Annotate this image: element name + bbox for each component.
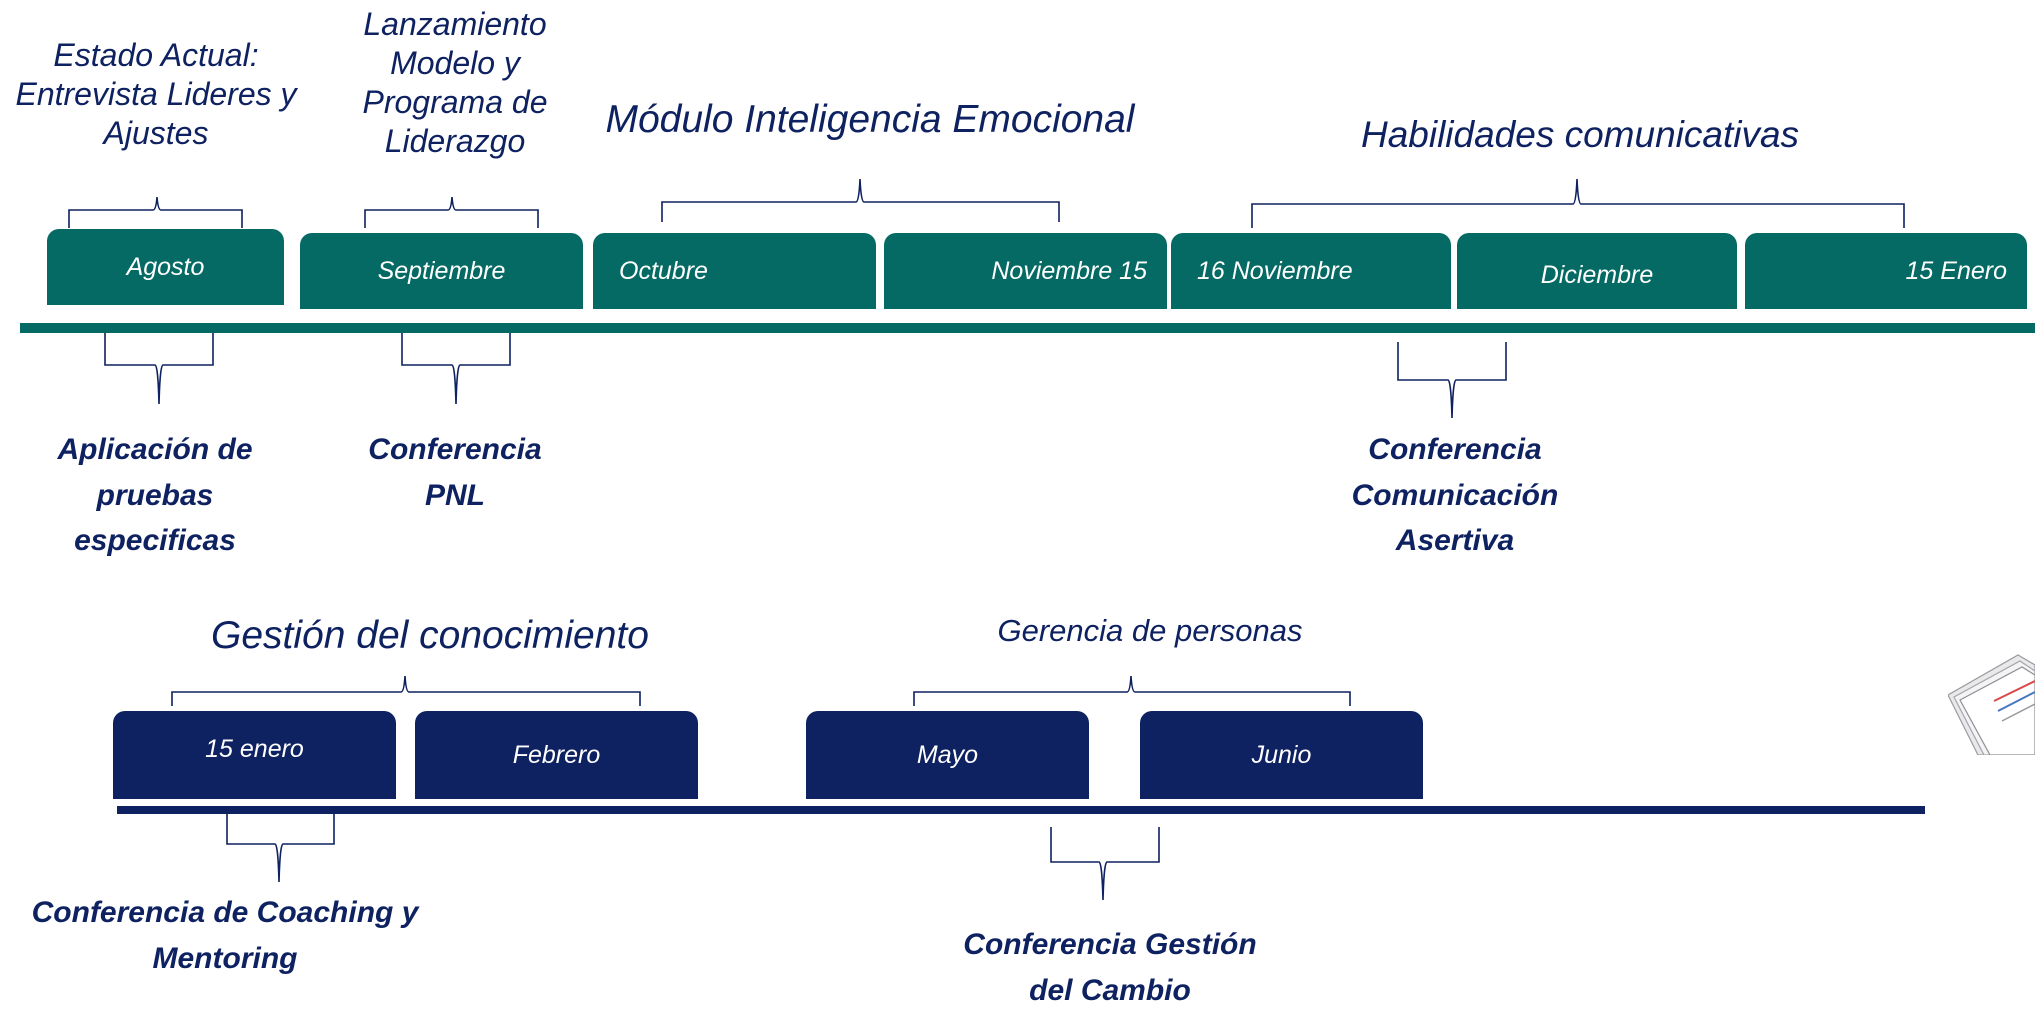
label-conferencia-coaching: Conferencia de Coaching y Mentoring <box>31 896 419 975</box>
month-junio: Junio <box>1140 711 1423 799</box>
month-septiembre-label: Septiembre <box>377 256 506 285</box>
label-gerencia-personas: Gerencia de personas <box>997 613 1303 648</box>
brace-habilidades <box>1251 178 1905 228</box>
month-noviembre-15-label: Noviembre 15 <box>991 256 1147 285</box>
month-septiembre: Septiembre <box>300 233 583 309</box>
month-agosto-label: Agosto <box>126 252 205 281</box>
month-febrero-label: Febrero <box>512 740 601 769</box>
document-stack-icon <box>1948 654 2035 755</box>
month-mayo: Mayo <box>806 711 1089 799</box>
month-diciembre: Diciembre <box>1457 233 1737 309</box>
label-habilidades-comunicativas: Habilidades comunicativas <box>1360 114 1800 155</box>
month-16-noviembre: 16 Noviembre <box>1171 233 1451 309</box>
brace-gerencia <box>913 675 1351 706</box>
brace-inteligencia <box>661 178 1060 222</box>
month-octubre-label: Octubre <box>619 256 708 285</box>
month-mayo-label: Mayo <box>916 740 979 769</box>
label-aplicacion-pruebas: Aplicación de pruebas especificas <box>57 433 253 558</box>
brace-gestion <box>171 675 641 706</box>
month-junio-label: Junio <box>1251 740 1312 769</box>
label-conferencia-comunicacion-asertiva: Conferencia Comunicación Asertiva <box>1351 433 1559 558</box>
month-octubre: Octubre <box>593 233 876 309</box>
month-febrero: Febrero <box>415 711 698 799</box>
label-estado-actual: Estado Actual: Entrevista Lideres y Ajus… <box>15 37 297 152</box>
label-conferencia-gestion-cambio: Conferencia Gestión del Cambio <box>963 928 1257 1007</box>
month-15-enero-label: 15 Enero <box>1905 256 2007 285</box>
timeline-line-2 <box>117 806 1925 814</box>
brace-lanzamiento <box>364 196 539 228</box>
month-agosto: Agosto <box>47 229 284 305</box>
month-16-noviembre-label: 16 Noviembre <box>1197 256 1353 285</box>
label-lanzamiento: Lanzamiento Modelo y Programa de Lideraz… <box>362 6 548 160</box>
brace-pruebas <box>104 333 214 405</box>
brace-estado <box>68 196 243 228</box>
brace-coaching <box>226 812 335 883</box>
brace-cambio <box>1050 827 1160 901</box>
brace-asertiva <box>1397 342 1507 419</box>
timeline-line-1 <box>20 323 2035 333</box>
month-noviembre-15: Noviembre 15 <box>884 233 1167 309</box>
month-15-enero-2-label: 15 enero <box>205 734 304 763</box>
month-15-enero-2: 15 enero <box>113 711 396 799</box>
brace-pnl <box>401 333 511 405</box>
label-gestion-conocimiento: Gestión del conocimiento <box>211 614 649 657</box>
month-diciembre-label: Diciembre <box>1540 260 1654 289</box>
month-15-enero: 15 Enero <box>1745 233 2027 309</box>
label-conferencia-pnl: Conferencia PNL <box>368 433 542 512</box>
label-modulo-inteligencia-emocional: Módulo Inteligencia Emocional <box>605 98 1135 141</box>
